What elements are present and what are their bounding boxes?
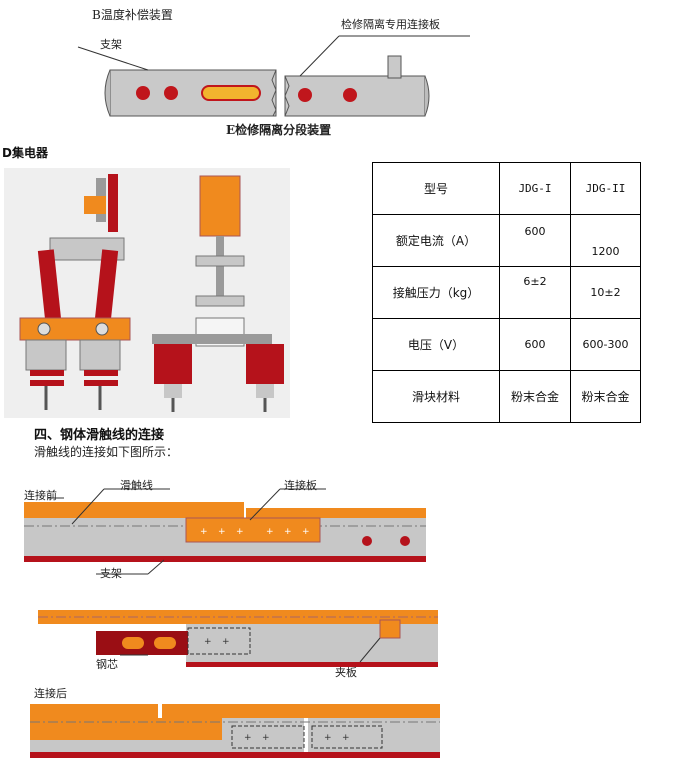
core-label: 钢芯 — [96, 658, 118, 671]
row-current-v2: 1200 — [570, 214, 641, 267]
after-label: 连接后 — [34, 687, 67, 700]
hole-2 — [164, 86, 178, 100]
row-material-label: 滑块材料 — [372, 370, 500, 423]
row-material-v2: 粉末合金 — [570, 370, 641, 423]
hole-1 — [136, 86, 150, 100]
hole-3 — [298, 88, 312, 102]
plus-10: + — [262, 733, 270, 743]
isolation-plate-label: 检修隔离专用连接板 — [341, 18, 440, 31]
plus-8: + — [222, 637, 230, 647]
plate-after — [30, 718, 222, 740]
before-label: 连接前 — [24, 489, 57, 502]
bracket-label: 支架 — [100, 38, 122, 51]
section-e-caption: E检修隔离分段装置 — [226, 123, 332, 137]
plus-6: + — [302, 527, 310, 537]
rail-right — [246, 508, 426, 518]
hidden-plate — [187, 627, 251, 655]
row-pressure-v2: 10±2 — [570, 266, 641, 319]
plus-1: + — [200, 527, 208, 537]
row-current-label: 额定电流（A） — [372, 214, 500, 267]
slot — [201, 85, 261, 101]
plus-11: + — [324, 733, 332, 743]
rail-after — [30, 704, 440, 718]
row-voltage-v1: 600 — [499, 318, 571, 371]
row-material-v1: 粉末合金 — [499, 370, 571, 423]
row-voltage-v2: 600-300 — [570, 318, 641, 371]
hole-4 — [343, 88, 357, 102]
plus-3: + — [236, 527, 244, 537]
clamp-plate — [379, 619, 401, 639]
plate-tab — [387, 55, 402, 79]
rail-left — [24, 502, 244, 518]
clamp-label: 夹板 — [335, 666, 357, 679]
header-jdg1: JDG-I — [499, 162, 571, 215]
plus-4: + — [266, 527, 274, 537]
spec-table: 型号 JDG-I JDG-II 额定电流（A） 600 1200 接触压力（kg… — [372, 162, 641, 423]
plus-12: + — [342, 733, 350, 743]
plus-5: + — [284, 527, 292, 537]
plus-7: + — [204, 637, 212, 647]
row-voltage-label: 电压（V） — [372, 318, 500, 371]
plus-9: + — [244, 733, 252, 743]
row-pressure-label: 接触压力（kg） — [372, 266, 500, 319]
section-4-intro: 滑触线的连接如下图所示： — [34, 445, 179, 459]
section-d-title: D集电器 — [2, 146, 48, 160]
row-current-v1: 600 — [499, 214, 571, 267]
connection-plate — [185, 517, 321, 543]
section-b-title: B温度补偿装置 — [92, 8, 173, 22]
plus-2: + — [218, 527, 226, 537]
section-4-heading: 四、钢体滑触线的连接 — [34, 428, 165, 443]
